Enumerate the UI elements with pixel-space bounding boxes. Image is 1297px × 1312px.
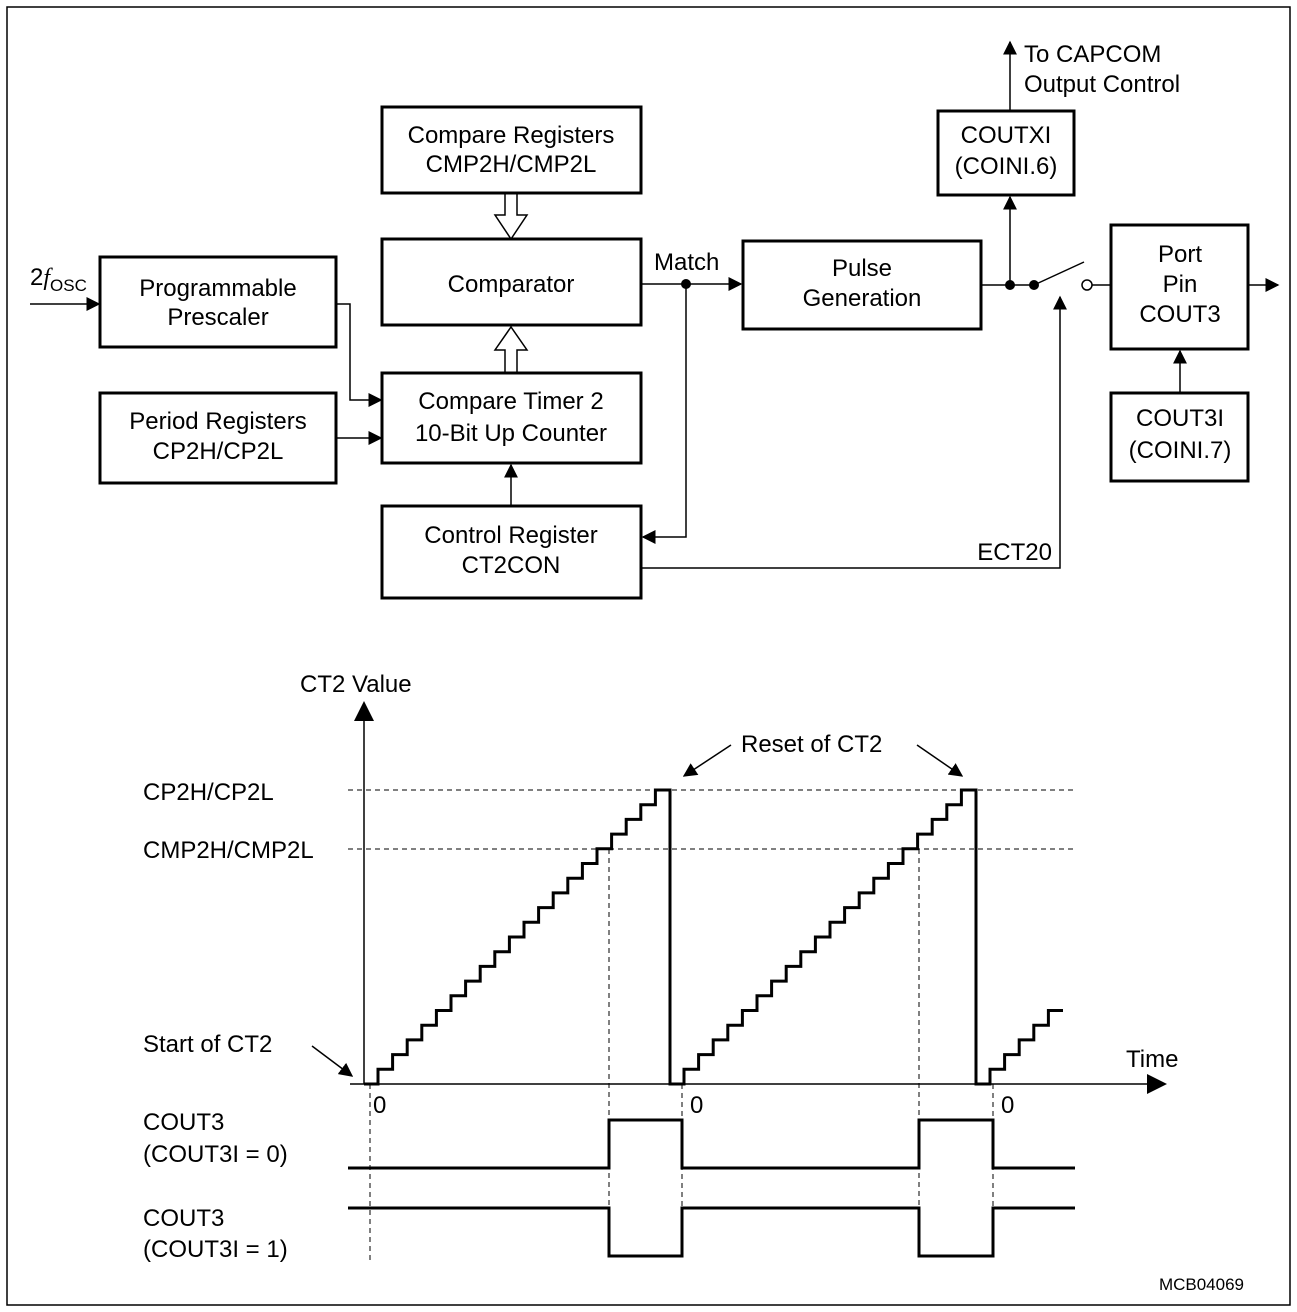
port-pin-line-2: Pin — [1163, 271, 1198, 298]
control-register-line-2: CT2CON — [462, 552, 561, 579]
trace-1-line-2: (COUT3I = 0) — [143, 1141, 288, 1168]
control-register-line-1: Control Register — [424, 522, 597, 549]
start-pointer — [311, 1045, 354, 1077]
period-registers-line-2: CP2H/CP2L — [153, 438, 284, 465]
compare-registers-line-2: CMP2H/CMP2L — [426, 151, 597, 178]
prescaler-to-timer-arrow — [336, 303, 383, 407]
coutxi-line-2: (COINI.6) — [955, 153, 1058, 180]
period-registers-line-1: Period Registers — [129, 408, 306, 435]
port-pin-block: Port Pin COUT3 — [1109, 223, 1250, 351]
pulse-generation-line-1: Pulse — [832, 255, 892, 282]
zero-label-2: 0 — [690, 1092, 703, 1119]
figure-id: MCB04069 — [1159, 1275, 1244, 1294]
reset-pointer-right — [916, 744, 964, 777]
timer-to-comparator-arrow — [493, 325, 529, 373]
reset-pointer-left — [682, 744, 732, 777]
reset-label: Reset of CT2 — [741, 731, 882, 758]
compare-timer-block: Compare Timer 2 10-Bit Up Counter — [380, 371, 643, 465]
cout3i-block: COUT3I (COINI.7) — [1109, 391, 1250, 483]
x-axis-label: Time — [1126, 1046, 1178, 1073]
cout3i-line-2: (COINI.7) — [1129, 437, 1232, 464]
prescaler-line-1: Programmable — [139, 275, 296, 302]
trace-2-line-1: COUT3 — [143, 1205, 224, 1232]
comparator-block: Comparator — [380, 237, 643, 327]
coutxi-line-1: COUTXI — [961, 122, 1052, 149]
capcom-label-line-2: Output Control — [1024, 71, 1180, 98]
zero-label-1: 0 — [373, 1092, 386, 1119]
cout3-trace-cout3i-0 — [348, 1118, 1075, 1170]
compare-timer-line-2: 10-Bit Up Counter — [415, 420, 607, 447]
period-level-label: CP2H/CP2L — [143, 779, 274, 806]
match-to-control-arrow — [641, 284, 687, 544]
coutxi-block: COUTXI (COINI.6) — [936, 109, 1076, 197]
port-pin-line-1: Port — [1158, 241, 1202, 268]
ct2-staircase — [364, 788, 1063, 1086]
pulse-generation-block: Pulse Generation — [741, 239, 983, 331]
switch-blade — [1033, 261, 1085, 286]
pulse-generation-line-2: Generation — [803, 285, 922, 312]
compare-registers-line-1: Compare Registers — [408, 122, 615, 149]
switch-contact — [1081, 279, 1093, 291]
figure-frame — [6, 6, 1291, 1306]
comparator-label: Comparator — [448, 271, 575, 298]
compare-timer-line-1: Compare Timer 2 — [418, 388, 603, 415]
port-pin-line-3: COUT3 — [1139, 301, 1220, 328]
y-axis-label: CT2 Value — [300, 671, 412, 698]
compare-registers-block: Compare Registers CMP2H/CMP2L — [380, 105, 643, 195]
compare-registers-to-comparator-arrow — [493, 193, 529, 241]
capcom-label-line-1: To CAPCOM — [1024, 41, 1161, 68]
osc-input-label: 2fOSC — [30, 264, 87, 295]
period-registers-block: Period Registers CP2H/CP2L — [98, 391, 338, 485]
ect20-label: ECT20 — [977, 539, 1052, 566]
ect20-line — [641, 295, 1067, 569]
compare-level-label: CMP2H/CMP2L — [143, 837, 314, 864]
prescaler-line-2: Prescaler — [167, 304, 268, 331]
prescaler-block: Programmable Prescaler — [98, 255, 338, 349]
cout3-trace-cout3i-1 — [348, 1206, 1075, 1258]
start-label: Start of CT2 — [143, 1031, 272, 1058]
control-register-block: Control Register CT2CON — [380, 504, 643, 600]
match-label: Match — [654, 249, 719, 276]
cout3i-line-1: COUT3I — [1136, 405, 1224, 432]
trace-1-line-1: COUT3 — [143, 1109, 224, 1136]
trace-2-line-2: (COUT3I = 1) — [143, 1236, 288, 1263]
zero-label-3: 0 — [1001, 1092, 1014, 1119]
